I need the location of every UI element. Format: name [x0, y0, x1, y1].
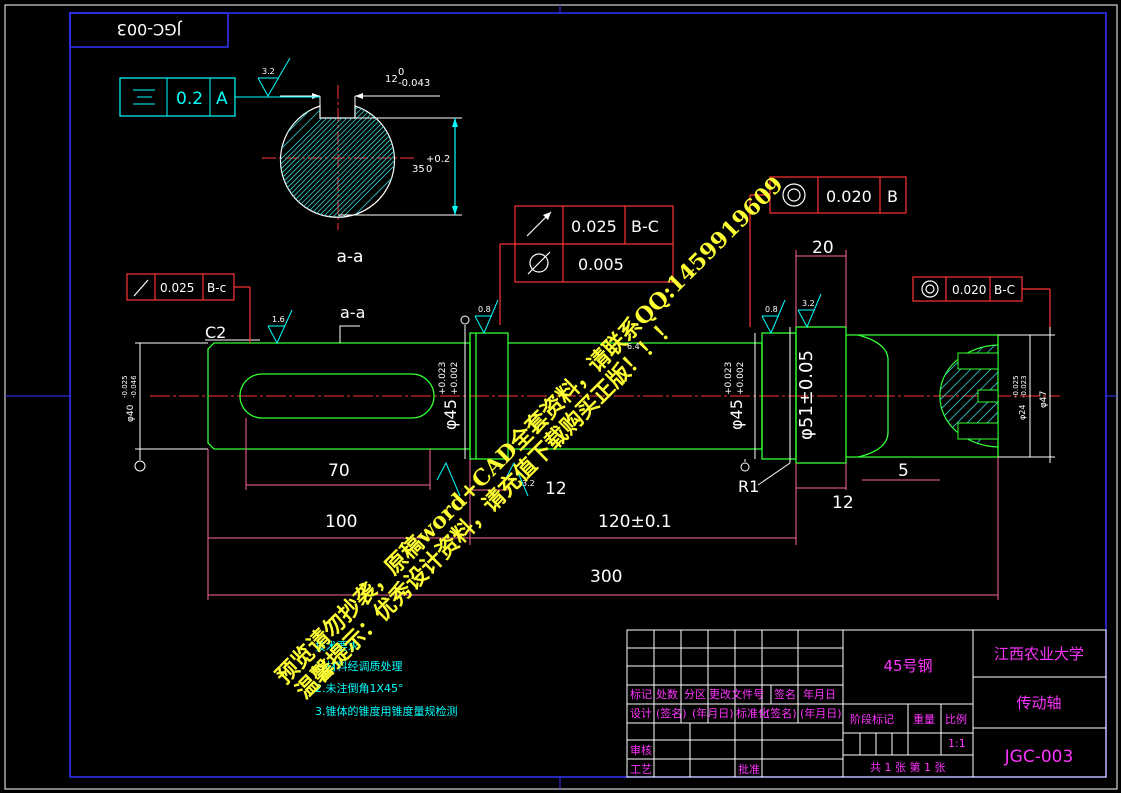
dia-45-left-upper: +0.023: [438, 362, 448, 395]
watermark-line-2: 温馨提示：优秀设计资料，请充值下载购买正版！！！: [291, 312, 683, 704]
tech-note-1: 1.材料经调质处理: [315, 659, 403, 673]
tb-school: 江西农业大学: [994, 645, 1084, 663]
roughness-r2: 0.8: [478, 305, 491, 314]
dia-45-right-upper: +0.023: [724, 362, 734, 395]
dia-40: φ40: [126, 404, 136, 422]
tb-stage-label: 阶段标记: [850, 712, 894, 726]
zone-ticks: [5, 5, 1117, 789]
fillet-label: R1: [738, 477, 759, 496]
chamfer-label: C2: [205, 323, 226, 342]
dim-5: 5: [898, 461, 909, 481]
dia-40-lower: -0.046: [130, 375, 138, 398]
keyway-width-nominal: 12: [385, 74, 398, 85]
tb-process: 工艺: [630, 763, 652, 776]
diameter-dims: [135, 327, 1055, 463]
runout-left-datum: B-c: [207, 281, 226, 295]
dia-40-upper: -0.025: [121, 375, 129, 398]
keyway-width-lower: -0.043: [398, 78, 430, 89]
roughness-key-value: 3.2: [262, 67, 275, 76]
tb-h1-1: 处数: [656, 688, 678, 701]
runout-cylindricity-frame: [499, 205, 674, 325]
roughness-r5: 3.2: [522, 479, 535, 488]
concentricity-right-value: 0.020: [952, 283, 986, 297]
mirrored-number-box: [69, 12, 229, 48]
tb-scale: 1:1: [948, 737, 966, 750]
end-section: [939, 344, 999, 448]
tb-drawing-no: JGC-003: [1004, 747, 1074, 767]
roughness-r4: 3.2: [802, 299, 815, 308]
flatness-frame: [119, 77, 320, 117]
cylindricity-value: 0.005: [578, 255, 624, 274]
tb-h1-0: 标记: [630, 687, 652, 701]
keyway-depth-upper: +0.2: [426, 154, 450, 165]
datum-symbols: [134, 315, 750, 472]
concentricity-right-frame: [912, 276, 1051, 327]
keyway-depth-lower: 0: [426, 164, 432, 175]
concentricity-top-datum: B: [887, 187, 898, 206]
tb-approve: 批准: [738, 762, 760, 776]
tb-sheet: 共 1 张 第 1 张: [870, 760, 945, 774]
tb-review: 审核: [630, 743, 652, 757]
dim-70: 70: [328, 461, 350, 481]
dia-45-left-lower: +0.002: [450, 362, 460, 395]
tb-h2-1: (签名): [656, 706, 687, 720]
section-label: a-a: [337, 247, 364, 267]
runout-left-value: 0.025: [160, 281, 194, 295]
concentricity-right-datum: B-C: [994, 283, 1015, 297]
runout-large-value: 0.025: [571, 217, 617, 236]
concentricity-top-frame: [749, 176, 907, 327]
tb-h1-5: 年月日: [803, 687, 836, 701]
dia-45-left: φ45: [441, 399, 460, 430]
tb-weight-label: 重量: [913, 712, 935, 726]
dia-24: φ24: [1018, 405, 1027, 420]
section-marker: a-a: [340, 303, 365, 322]
tb-h1-3: 更改文件号: [709, 687, 764, 701]
dim-20: 20: [812, 238, 834, 258]
tb-h2-5: (年月日): [800, 706, 842, 720]
runout-large-datum: B-C: [631, 217, 659, 236]
dim-120: 120±0.1: [598, 512, 672, 532]
title-block: [626, 629, 1107, 778]
concentricity-top-value: 0.020: [826, 187, 872, 206]
dia-24-upper: -0.025: [1012, 375, 1020, 398]
tb-scale-label: 比例: [945, 712, 967, 726]
dim-12b: 12: [832, 493, 854, 513]
dim-300: 300: [590, 567, 622, 587]
roughness-r3: 0.8: [765, 305, 778, 314]
tb-material: 45号钢: [883, 657, 932, 675]
tech-notes-title: 技术要求: [315, 640, 359, 653]
tech-note-3: 3.锥体的锥度用锥度量规检测: [315, 704, 458, 718]
tb-h2-4: (签名): [766, 706, 797, 720]
flatness-value: 0.2: [176, 89, 203, 109]
tb-h2-3: 标准化: [736, 706, 769, 720]
tb-h1-2: 分区: [684, 688, 706, 701]
roughness-symbol-key: [257, 57, 291, 98]
length-dims: [207, 250, 999, 600]
mirrored-drawing-number: JGC-003: [117, 20, 183, 39]
dia-24-lower: -0.023: [1020, 375, 1028, 398]
keyway-width-upper: 0: [398, 67, 404, 78]
dia-47: φ47: [1039, 391, 1049, 408]
frame-border: [69, 12, 1107, 778]
tb-h1-4: 签名: [774, 687, 796, 701]
runout-left-frame: [126, 273, 251, 343]
dim-12a: 12: [545, 479, 567, 499]
tb-part-name: 传动轴: [1016, 694, 1061, 712]
roughness-r6: 6.4: [627, 342, 640, 351]
tech-note-2: 2.未注倒角1X45°: [315, 681, 404, 695]
keyway-depth-nominal: 35: [412, 164, 425, 175]
flatness-datum: A: [216, 89, 228, 109]
roughness-symbols: [267, 293, 822, 497]
tb-h2-2: (年月日): [692, 706, 734, 720]
dim-100: 100: [325, 512, 357, 532]
dia-51: φ51±0.05: [796, 350, 817, 440]
dia-45-right-lower: +0.002: [736, 362, 746, 395]
dia-45-right: φ45: [727, 399, 746, 430]
roughness-r1: 1.6: [272, 315, 285, 324]
outer-border: [4, 4, 1118, 790]
tb-h2-0: 设计: [630, 707, 652, 720]
